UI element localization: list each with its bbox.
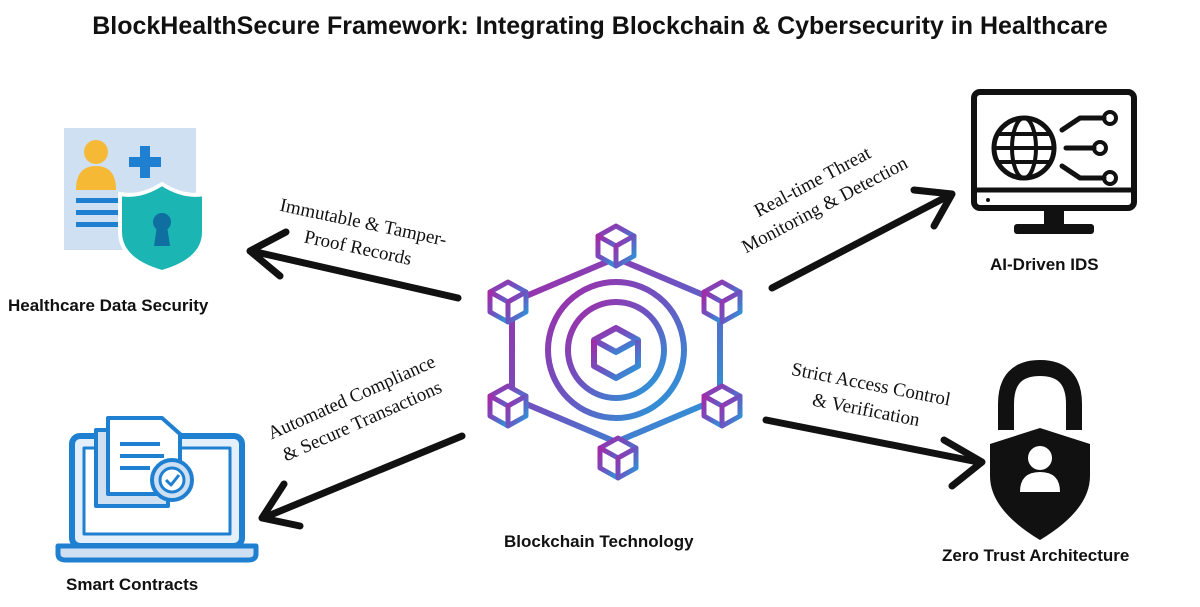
node-label-zero-trust: Zero Trust Architecture [942, 546, 1130, 565]
arrow-to-contracts [258, 432, 466, 530]
arrow-to-healthcare [246, 228, 462, 302]
padlock-user-icon [990, 359, 1090, 540]
blockchain-network-icon [487, 223, 743, 481]
diagram-title: BlockHealthSecure Framework: Integrating… [92, 12, 1108, 40]
laptop-document-badge-icon [55, 416, 259, 563]
node-label-center: Blockchain Technology [504, 532, 694, 551]
node-label-contracts: Smart Contracts [66, 575, 199, 594]
edge-label-zero-trust: Strict Access Control & Verification [790, 359, 953, 431]
patient-record-shield-icon [64, 128, 206, 275]
arrow-to-ai-ids [768, 186, 956, 292]
node-label-ai-ids: AI-Driven IDS [990, 255, 1099, 274]
monitor-globe-network-icon [971, 89, 1137, 234]
edge-label-ai-ids: Real-time Threat Monitoring & Detection [738, 142, 911, 257]
arrow-to-zero-trust [762, 416, 986, 490]
node-label-healthcare: Healthcare Data Security [8, 296, 209, 315]
